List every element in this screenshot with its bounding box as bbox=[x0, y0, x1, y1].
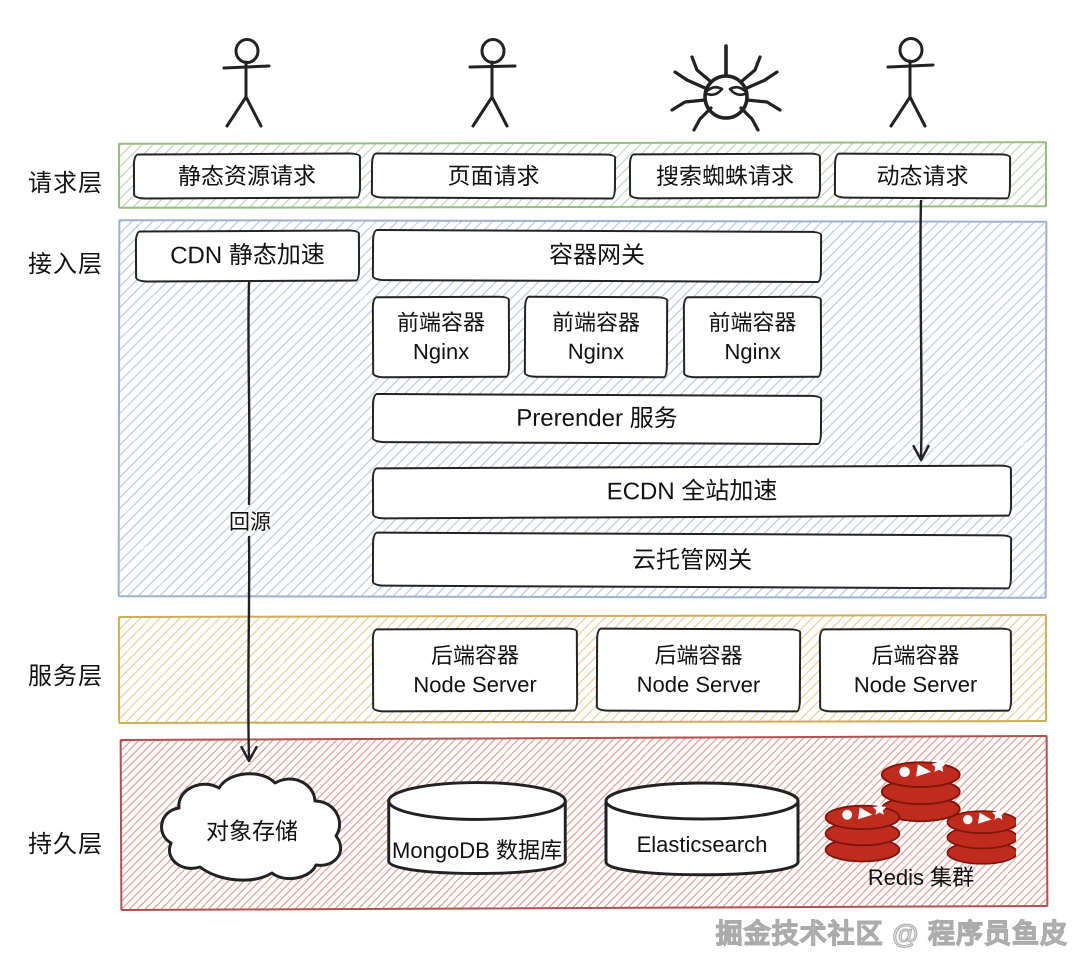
box-ecdn-acceleration: ECDN 全站加速 bbox=[371, 464, 1013, 520]
box-label: 页面请求 bbox=[447, 162, 540, 190]
box-label-line2: Node Server bbox=[413, 671, 537, 698]
box-container-gateway: 容器网关 bbox=[371, 229, 823, 283]
box-label: 动态请求 bbox=[876, 162, 969, 190]
box-label-line1: 后端容器 bbox=[654, 642, 743, 669]
person-icon bbox=[222, 38, 271, 128]
box-label-line1: 前端容器 bbox=[396, 309, 485, 336]
box-label: CDN 静态加速 bbox=[170, 241, 325, 270]
box-label-line1: 前端容器 bbox=[551, 309, 641, 336]
box-label: Prerender 服务 bbox=[516, 404, 678, 433]
box-cloud-hosting-gateway: 云托管网关 bbox=[371, 531, 1013, 590]
elasticsearch-label: Elasticsearch bbox=[636, 832, 768, 857]
elasticsearch-cylinder-icon bbox=[604, 781, 800, 877]
mongodb-cylinder-icon bbox=[387, 781, 567, 875]
box-backend-container-node-2: 后端容器 Node Server bbox=[595, 627, 802, 713]
spider-icon bbox=[670, 44, 782, 132]
box-backend-container-node-3: 后端容器 Node Server bbox=[818, 627, 1013, 713]
box-label-line2: Nginx bbox=[412, 338, 470, 365]
box-frontend-container-nginx-1: 前端容器 Nginx bbox=[371, 295, 511, 379]
cloud-object-storage-icon bbox=[160, 772, 343, 882]
box-label-line1: 前端容器 bbox=[708, 309, 797, 336]
box-label-line2: Node Server bbox=[853, 671, 978, 698]
layer-label-access: 接入层 bbox=[28, 251, 103, 278]
mongodb-label: MongoDB 数据库 bbox=[392, 838, 562, 863]
box-label: 云托管网关 bbox=[631, 546, 753, 574]
box-spider-request: 搜索蜘蛛请求 bbox=[628, 152, 822, 200]
box-frontend-container-nginx-2: 前端容器 Nginx bbox=[523, 295, 669, 379]
box-label: ECDN 全站加速 bbox=[606, 477, 778, 506]
box-frontend-container-nginx-3: 前端容器 Nginx bbox=[682, 295, 823, 379]
box-label: 搜索蜘蛛请求 bbox=[655, 162, 795, 190]
watermark: 掘金技术社区 @ 程序员鱼皮 bbox=[715, 919, 1068, 950]
box-label-line2: Node Server bbox=[636, 671, 761, 698]
box-label: 静态资源请求 bbox=[177, 162, 317, 190]
redis-cluster-icon bbox=[824, 757, 1016, 865]
box-page-request: 页面请求 bbox=[370, 152, 617, 200]
box-cdn-static-acceleration: CDN 静态加速 bbox=[134, 229, 361, 283]
back-to-origin-label: 回源 bbox=[229, 511, 271, 534]
layer-label-persistence: 持久层 bbox=[28, 831, 103, 858]
person-icon bbox=[468, 38, 517, 128]
layer-label-service: 服务层 bbox=[28, 663, 103, 690]
box-label-line1: 后端容器 bbox=[871, 642, 960, 669]
redis-cluster-label: Redis 集群 bbox=[867, 865, 975, 890]
box-dynamic-request: 动态请求 bbox=[833, 152, 1012, 200]
box-label: 容器网关 bbox=[548, 241, 646, 270]
object-storage-label: 对象存储 bbox=[206, 818, 298, 844]
box-backend-container-node-1: 后端容器 Node Server bbox=[371, 627, 579, 713]
box-label-line1: 后端容器 bbox=[430, 642, 519, 669]
box-prerender-service: Prerender 服务 bbox=[371, 393, 823, 445]
person-icon bbox=[886, 37, 935, 128]
box-label-line2: Nginx bbox=[567, 338, 625, 365]
layer-label-request: 请求层 bbox=[28, 170, 103, 197]
box-static-resource-request: 静态资源请求 bbox=[132, 152, 362, 200]
box-label-line2: Nginx bbox=[724, 338, 781, 365]
